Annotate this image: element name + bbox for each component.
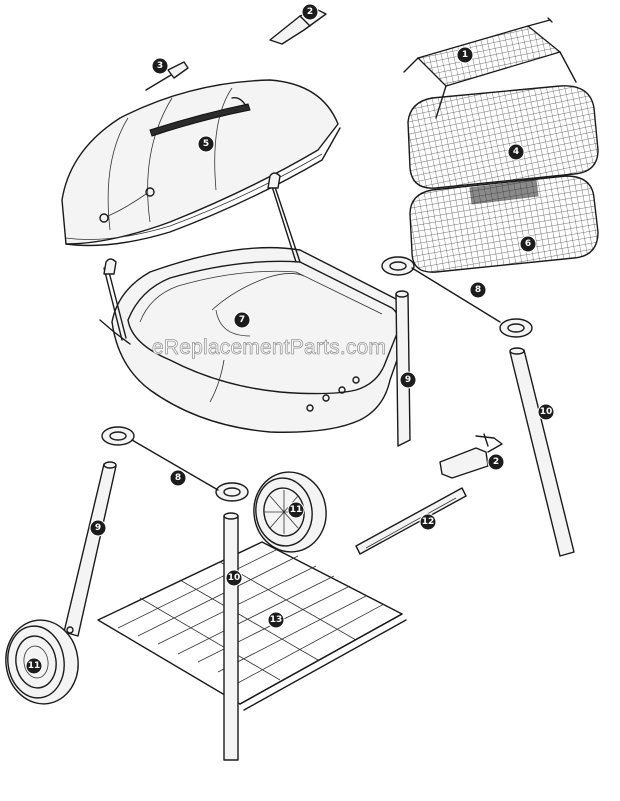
grill-lid-part	[61, 79, 341, 247]
charcoal-grate-part	[409, 175, 599, 273]
callout-8-right: 8	[469, 281, 487, 299]
grill-bowl-part	[99, 172, 409, 433]
leg-bracket-part	[439, 433, 503, 479]
svg-text:11: 11	[28, 661, 41, 671]
cooking-grate-part	[407, 85, 599, 189]
svg-text:2: 2	[493, 457, 499, 467]
callout-3: 3	[151, 57, 169, 75]
axle-rod-part	[355, 487, 467, 555]
svg-text:2: 2	[307, 7, 313, 17]
callout-labels: 1 2 3 4 5 6 7 8 8 9 9 10 10 11 11 12 13 …	[25, 3, 555, 675]
svg-text:7: 7	[239, 315, 245, 325]
svg-text:12: 12	[422, 517, 435, 527]
callout-7: 7	[233, 311, 251, 329]
callout-12: 12	[419, 513, 437, 531]
svg-text:10: 10	[228, 573, 241, 583]
svg-text:9: 9	[405, 375, 411, 385]
svg-text:8: 8	[475, 285, 481, 295]
svg-text:11: 11	[290, 505, 303, 515]
svg-text:3: 3	[157, 61, 163, 71]
callout-10-left: 10	[225, 569, 243, 587]
callout-6: 6	[519, 235, 537, 253]
callout-2-lower: 2	[487, 453, 505, 471]
wheel-left-part	[5, 619, 79, 705]
short-leg-right-part	[395, 290, 411, 447]
svg-text:8: 8	[175, 473, 181, 483]
vent-handle-part	[145, 61, 189, 91]
callout-10-right: 10	[537, 403, 555, 421]
svg-text:4: 4	[513, 147, 519, 157]
svg-text:13: 13	[270, 615, 283, 625]
callout-11-right: 11	[287, 501, 305, 519]
leg-socket-set-left	[101, 426, 249, 502]
callout-4: 4	[507, 143, 525, 161]
leg-socket-set-right	[381, 256, 533, 338]
bottom-shelf-part	[97, 541, 407, 711]
watermark-text: eReplacementParts.com	[152, 336, 386, 359]
svg-text:1: 1	[462, 50, 468, 60]
callout-8-left: 8	[169, 469, 187, 487]
svg-text:6: 6	[525, 239, 531, 249]
callout-5: 5	[197, 135, 215, 153]
svg-text:5: 5	[203, 139, 209, 149]
warming-rack-part	[403, 17, 577, 119]
long-leg-left-part	[223, 512, 239, 761]
callout-2-top: 2	[301, 3, 319, 21]
svg-text:9: 9	[95, 523, 101, 533]
callout-1: 1	[456, 46, 474, 64]
short-leg-left-part	[63, 461, 117, 637]
callout-11-left: 11	[25, 657, 43, 675]
long-leg-right-part	[509, 347, 575, 557]
callout-9-right: 9	[399, 371, 417, 389]
callout-9-left: 9	[89, 519, 107, 537]
callout-13: 13	[267, 611, 285, 629]
svg-text:10: 10	[540, 407, 553, 417]
